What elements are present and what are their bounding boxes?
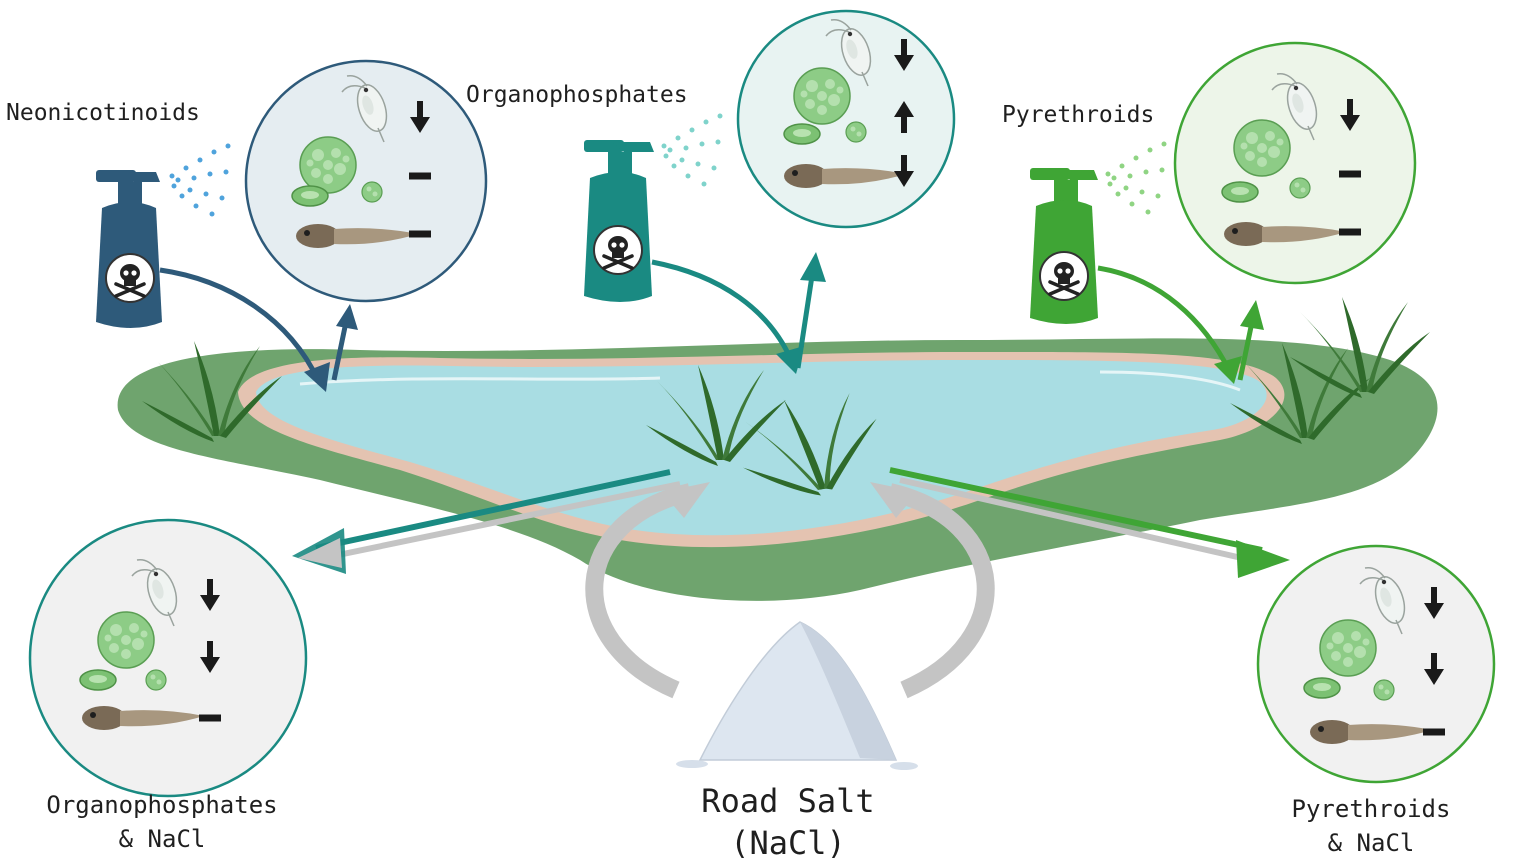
label-pyrethroids-nacl: Pyrethroids & NaCl bbox=[1256, 792, 1486, 860]
algae-icon bbox=[291, 185, 329, 207]
algae-icon bbox=[361, 181, 383, 203]
label-neonicotinoids: Neonicotinoids bbox=[6, 100, 200, 126]
road-salt bbox=[585, 482, 995, 770]
sprayer-organophosphates bbox=[584, 113, 723, 302]
skull-icon bbox=[1038, 250, 1090, 302]
effect-circle-organophosphates bbox=[736, 9, 956, 229]
algae-icon bbox=[97, 611, 155, 669]
algae-icon bbox=[793, 67, 851, 125]
algae-icon bbox=[1373, 679, 1395, 701]
no-change-dash-icon bbox=[199, 714, 221, 722]
label-pyrethroids: Pyrethroids bbox=[1002, 102, 1155, 128]
label-line: & NaCl bbox=[1327, 829, 1415, 857]
sprayer-pyrethroids bbox=[1030, 141, 1167, 324]
label-line: Organophosphates bbox=[46, 791, 278, 819]
effect-circle-pyrethroids-nacl bbox=[1256, 544, 1496, 784]
label-organophosphates-nacl: Organophosphates & NaCl bbox=[22, 788, 302, 856]
label-road-salt: Road Salt (NaCl) bbox=[668, 780, 908, 864]
effect-circle-neonicotinoids bbox=[244, 59, 488, 303]
flow-arrows-bottom bbox=[292, 467, 1290, 578]
sprayer-neonicotinoids bbox=[96, 143, 231, 328]
algae-icon bbox=[1289, 177, 1311, 199]
label-line: (NaCl) bbox=[730, 824, 846, 862]
algae-icon bbox=[299, 136, 357, 194]
pond-water bbox=[256, 360, 1267, 536]
algae-icon bbox=[1319, 619, 1377, 677]
skull-icon bbox=[592, 224, 644, 276]
effect-circle-pyrethroids bbox=[1173, 41, 1417, 285]
algae-icon bbox=[79, 669, 117, 691]
label-line: & NaCl bbox=[118, 825, 206, 853]
algae-icon bbox=[1221, 181, 1259, 203]
flow-arrows-top bbox=[159, 252, 1264, 392]
no-change-dash-icon bbox=[1339, 228, 1361, 236]
label-line: Pyrethroids bbox=[1291, 795, 1451, 823]
effect-circle-organophosphates-nacl bbox=[28, 518, 308, 798]
no-change-dash-icon bbox=[409, 172, 431, 180]
algae-icon bbox=[783, 123, 821, 145]
skull-icon bbox=[104, 252, 156, 304]
algae-icon bbox=[1303, 677, 1341, 699]
no-change-dash-icon bbox=[409, 230, 431, 238]
no-change-dash-icon bbox=[1423, 728, 1445, 736]
algae-icon bbox=[145, 669, 167, 691]
algae-icon bbox=[845, 121, 867, 143]
no-change-dash-icon bbox=[1339, 170, 1361, 178]
label-organophosphates: Organophosphates bbox=[466, 82, 688, 108]
pond bbox=[117, 297, 1438, 601]
label-line: Road Salt bbox=[701, 782, 875, 820]
algae-icon bbox=[1233, 119, 1291, 177]
